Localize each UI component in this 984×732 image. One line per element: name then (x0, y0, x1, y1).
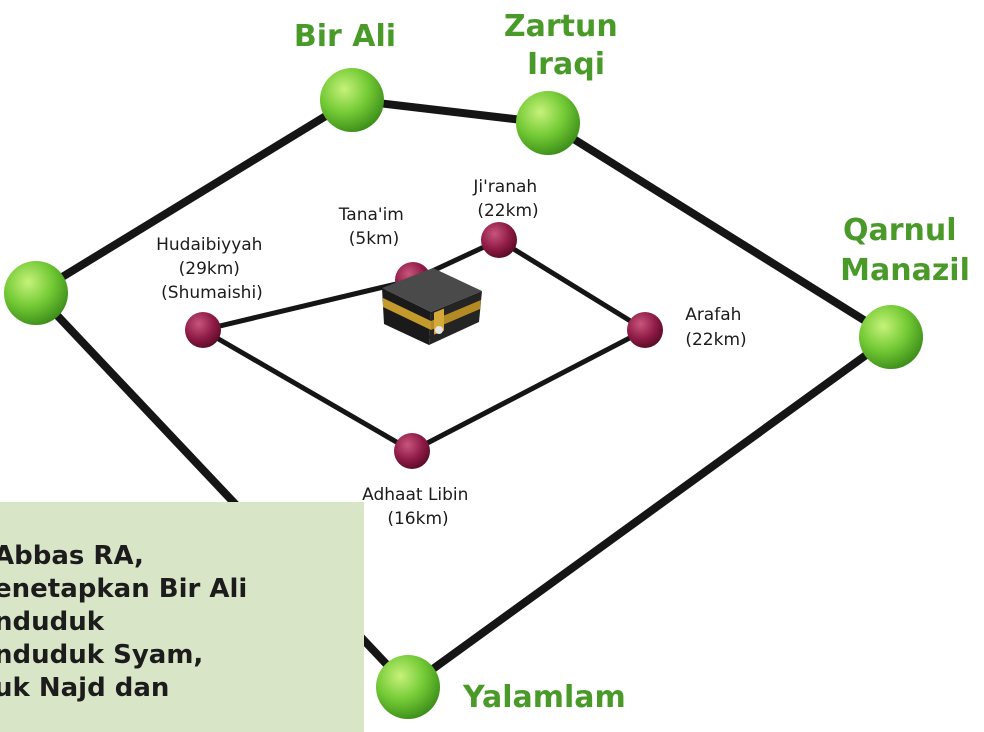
node-adhaat-libin (394, 433, 430, 469)
label-zartun-iraqi: Zartun Iraqi (504, 9, 628, 82)
edge-jiranah-arafah (496, 237, 648, 333)
node-hudaibiyyah (185, 312, 221, 348)
edge-zartun-qarnul (544, 119, 895, 341)
edge-west-bir-ali (32, 96, 356, 297)
edge-adhaat-hudaibiyyah (200, 327, 415, 454)
note-line: uk Najd dan (0, 673, 170, 703)
kaaba-icon (382, 268, 482, 345)
label-bir-ali: Bir Ali (294, 19, 396, 54)
edge-hudaibiyyah-tanaim (200, 277, 416, 333)
note-line: Abbas RA, (0, 541, 144, 571)
label-yalamlam: Yalamlam (462, 680, 626, 715)
node-arafah (627, 312, 663, 348)
note-box: Abbas RA, enetapkan Bir Ali nduduk ndudu… (0, 502, 364, 732)
label-jiranah: Ji'ranah (22km) (472, 177, 542, 221)
label-qarnul-manazil: Qarnul Manazil (840, 213, 970, 288)
node-zartun-iraqi (516, 91, 580, 155)
label-adhaat-libin: Adhaat Libin (16km) (362, 485, 474, 529)
node-qarnul-manazil (859, 305, 923, 369)
label-arafah: Arafah (22km) (685, 305, 747, 350)
note-line: nduduk Syam, (0, 640, 204, 670)
node-bir-ali (320, 68, 384, 132)
edge-arafah-adhaat (409, 327, 648, 454)
node-yalamlam (376, 655, 440, 719)
node-west (4, 261, 68, 325)
note-text: Abbas RA, enetapkan Bir Ali nduduk ndudu… (0, 540, 247, 705)
node-jiranah (481, 222, 517, 258)
note-line: nduduk (0, 607, 105, 637)
edge-bir-ali-zartun (348, 96, 552, 127)
note-line: enetapkan Bir Ali (0, 574, 248, 604)
label-hudaibiyyah: Hudaibiyyah (29km) (Shumaishi) (156, 235, 268, 303)
label-tanaim: Tana'im (5km) (338, 205, 410, 249)
edge-qarnul-yalamlam (404, 333, 895, 691)
